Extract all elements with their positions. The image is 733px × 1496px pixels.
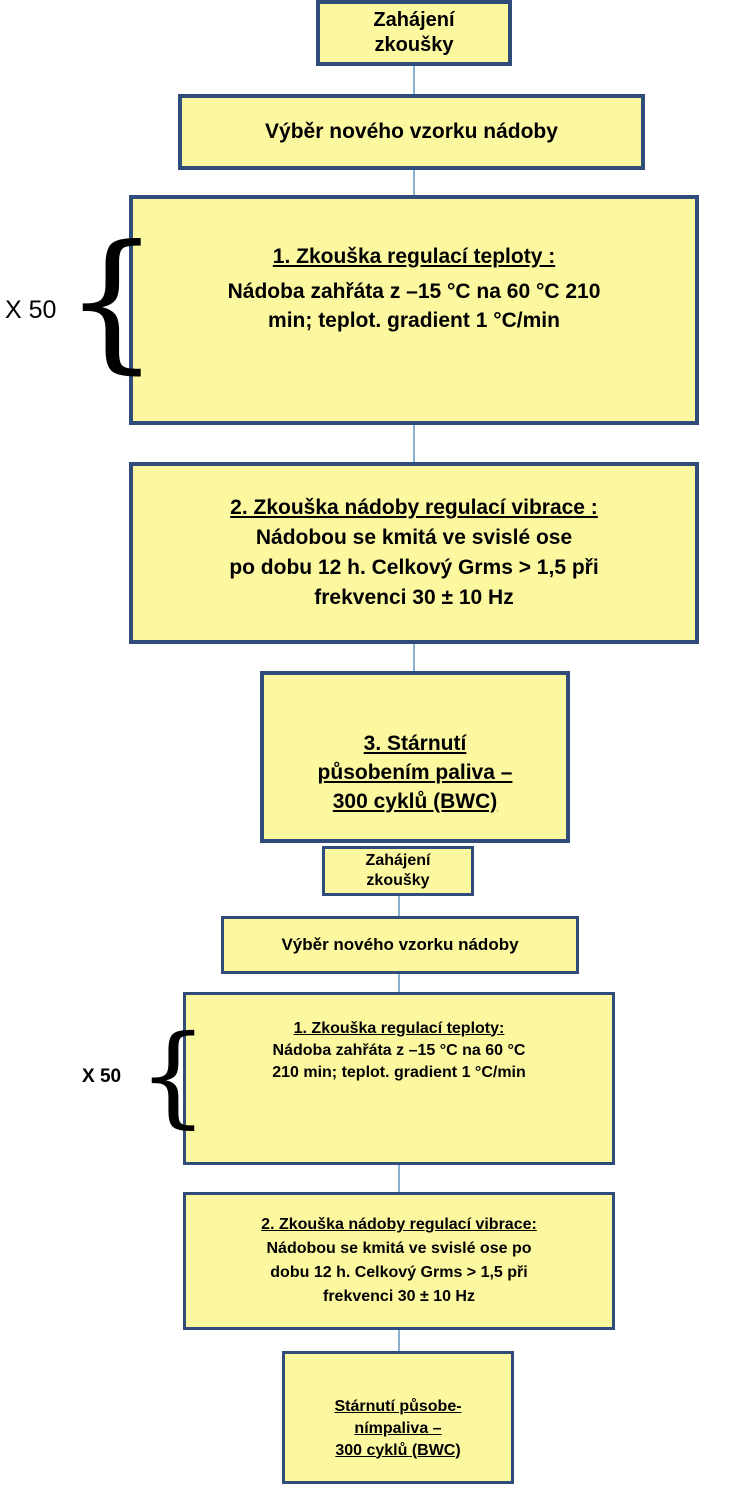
start-label: zkoušky [374, 34, 454, 56]
connector-line [413, 60, 415, 96]
temperature-test-box: 1. Zkouška regulací teploty: Nádoba zahř… [183, 992, 615, 1165]
vibration-test-line: Nádobou se kmitá ve svislé ose [255, 526, 573, 549]
start-box: Zahájení zkoušky [322, 846, 474, 896]
vibration-test-box: 2. Zkouška nádoby regulací vibrace : Nád… [129, 462, 699, 644]
fuel-aging-box: 3. Stárnutí působením paliva – 300 cyklů… [260, 671, 570, 843]
vibration-test-line: dobu 12 h. Celkový Grms > 1,5 při [270, 1264, 528, 1281]
left-brace-icon: { [64, 214, 160, 388]
connector-line [398, 1329, 400, 1353]
start-label: Zahájení [365, 852, 431, 869]
vibration-test-line: frekvenci 30 ± 10 Hz [323, 1288, 475, 1305]
connector-line [413, 168, 415, 198]
fuel-aging-line: 3. Stárnutí [363, 731, 467, 755]
fuel-aging-line: působením paliva – [317, 760, 513, 784]
select-sample-box: Výběr nového vzorku nádoby [178, 94, 645, 170]
connector-line [413, 642, 415, 674]
temperature-test-line: Nádoba zahřáta z –15 °C na 60 °C [272, 1041, 526, 1059]
vibration-test-title: 2. Zkouška nádoby regulací vibrace : [230, 496, 598, 519]
fuel-aging-line: Stárnutí působe- [334, 1397, 462, 1415]
vibration-test-box: 2. Zkouška nádoby regulací vibrace: Nádo… [183, 1192, 615, 1330]
start-box: Zahájení zkoušky [316, 0, 512, 66]
connector-line [413, 422, 415, 464]
temperature-test-title: 1. Zkouška regulací teploty: [293, 1019, 505, 1037]
vibration-test-line: Nádobou se kmitá ve svislé ose po [266, 1240, 532, 1257]
vibration-test-title: 2. Zkouška nádoby regulací vibrace: [261, 1216, 537, 1233]
vibration-test-line: po dobu 12 h. Celkový Grms > 1,5 při [229, 556, 599, 579]
temperature-test-line: 210 min; teplot. gradient 1 °C/min [272, 1063, 526, 1081]
start-label: zkoušky [366, 872, 430, 889]
temperature-test-title: 1. Zkouška regulací teploty : [272, 244, 556, 268]
fuel-aging-line: 300 cyklů (BWC) [335, 1441, 461, 1459]
vibration-test-line: frekvenci 30 ± 10 Hz [314, 586, 514, 609]
temperature-test-line: Nádoba zahřáta z –15 °C na 60 °C 210 [227, 279, 601, 303]
select-sample-box: Výběr nového vzorku nádoby [221, 916, 579, 974]
select-sample-label: Výběr nového vzorku nádoby [265, 120, 558, 143]
connector-line [398, 972, 400, 994]
fuel-aging-box: Stárnutí působe- nímpaliva – 300 cyklů (… [282, 1351, 514, 1484]
fuel-aging-line: 300 cyklů (BWC) [332, 789, 498, 813]
connector-line [398, 1163, 400, 1193]
repeat-count-label: X 50 [82, 1066, 122, 1087]
connector-line [398, 895, 400, 919]
temperature-test-box: 1. Zkouška regulací teploty : Nádoba zah… [129, 195, 699, 425]
left-brace-icon: { [138, 1011, 208, 1139]
select-sample-label: Výběr nového vzorku nádoby [281, 935, 519, 954]
temperature-test-line: min; teplot. gradient 1 °C/min [268, 308, 560, 332]
fuel-aging-line: nímpaliva – [354, 1419, 442, 1437]
repeat-count-label: X 50 [5, 296, 57, 324]
start-label: Zahájení [373, 9, 455, 31]
